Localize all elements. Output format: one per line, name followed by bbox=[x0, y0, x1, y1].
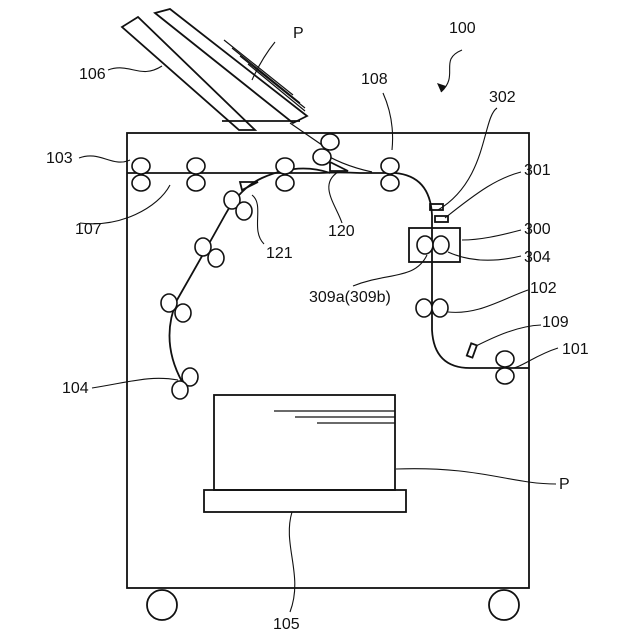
label-101: 101 bbox=[562, 341, 589, 358]
roller-pair-107 bbox=[187, 158, 205, 191]
label-301: 301 bbox=[524, 162, 551, 179]
caster-wheels bbox=[147, 590, 519, 620]
label-103: 103 bbox=[46, 150, 73, 167]
roller-pair-103 bbox=[132, 158, 150, 191]
label-304: 304 bbox=[524, 249, 551, 266]
conveyance-path bbox=[169, 150, 529, 390]
reading-unit-300 bbox=[409, 228, 460, 262]
roller-pair-left-lower bbox=[161, 294, 191, 322]
discharge-tray bbox=[204, 395, 406, 512]
label-302: 302 bbox=[489, 89, 516, 106]
sensors bbox=[430, 204, 477, 358]
label-p-top: P bbox=[293, 25, 304, 42]
label-100: 100 bbox=[449, 20, 476, 37]
label-108: 108 bbox=[361, 71, 388, 88]
label-102: 102 bbox=[530, 280, 557, 297]
caster-wheel-left bbox=[147, 590, 177, 620]
arrowhead-100 bbox=[437, 83, 446, 92]
label-300: 300 bbox=[524, 221, 551, 238]
roller-pair-left-upper bbox=[195, 238, 224, 267]
flapper-121 bbox=[240, 182, 258, 190]
label-105: 105 bbox=[273, 616, 300, 633]
label-104: 104 bbox=[62, 380, 89, 397]
roller-pair-104 bbox=[172, 368, 198, 399]
flapper-120 bbox=[330, 162, 348, 171]
feed-tray bbox=[122, 9, 322, 145]
label-106: 106 bbox=[79, 66, 106, 83]
roller-pair-108 bbox=[381, 158, 399, 191]
caster-wheel-right bbox=[489, 590, 519, 620]
label-p-bottom: P bbox=[559, 476, 570, 493]
label-121: 121 bbox=[266, 245, 293, 262]
sensor-109 bbox=[467, 343, 477, 357]
label-109: 109 bbox=[542, 314, 569, 331]
label-120: 120 bbox=[328, 223, 355, 240]
label-107: 107 bbox=[75, 221, 102, 238]
roller-pair-121-side bbox=[224, 191, 252, 220]
leader-lines bbox=[79, 42, 558, 612]
roller-309b bbox=[433, 236, 449, 254]
roller-309a bbox=[417, 236, 433, 254]
label-309a-309b: 309a(309b) bbox=[309, 289, 391, 306]
roller-pair-upper-mid bbox=[276, 158, 294, 191]
housing bbox=[127, 133, 529, 588]
